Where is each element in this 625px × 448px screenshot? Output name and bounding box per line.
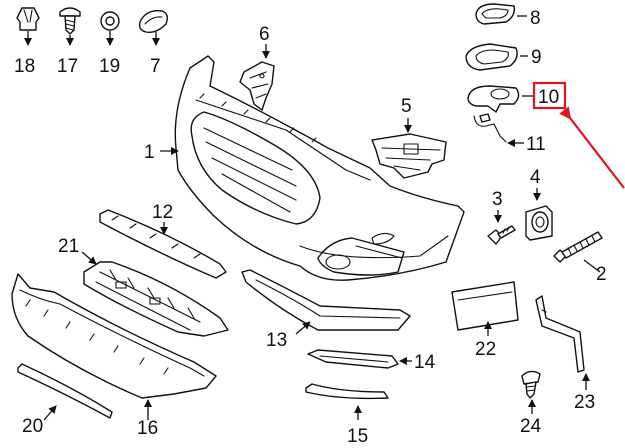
highlight-box — [532, 81, 567, 110]
part-16-spoiler[interactable]: 16 — [11, 273, 217, 439]
part-8-bezel[interactable]: 8 — [475, 3, 541, 29]
part-10-sensor-bracket[interactable]: 10 — [467, 81, 567, 113]
part-14-trim[interactable]: 14 — [307, 349, 436, 373]
callout-23: 23 — [574, 392, 595, 413]
part-12-deflector[interactable]: 12 — [99, 202, 227, 279]
callout-15: 15 — [347, 426, 368, 447]
part-19-grommet[interactable]: 19 — [99, 11, 120, 77]
part-9-bezel[interactable]: 9 — [465, 43, 542, 71]
callout-10: 10 — [538, 87, 559, 108]
part-13-trim[interactable]: 13 — [241, 269, 411, 351]
callout-17: 17 — [57, 56, 78, 77]
callout-14: 14 — [414, 352, 436, 373]
callout-2: 2 — [596, 264, 607, 285]
callout-22: 22 — [475, 339, 496, 360]
callout-9: 9 — [531, 47, 542, 68]
callout-7: 7 — [150, 56, 161, 77]
callout-4: 4 — [530, 167, 541, 188]
callout-24: 24 — [520, 416, 542, 437]
part-6-bracket[interactable]: 6 — [239, 24, 275, 111]
callout-1: 1 — [144, 142, 155, 163]
part-20-strip[interactable]: 20 — [17, 363, 113, 437]
callout-6: 6 — [259, 24, 270, 45]
part-15-trim[interactable]: 15 — [305, 383, 389, 447]
callout-8: 8 — [530, 8, 541, 29]
callout-21: 21 — [58, 236, 79, 257]
part-1-bumper-cover[interactable]: 1 — [144, 55, 465, 281]
part-3-bolt[interactable]: 3 — [487, 189, 516, 245]
part-4-sensor[interactable]: 4 — [525, 167, 553, 241]
callout-18: 18 — [14, 56, 35, 77]
part-5-bracket[interactable]: 5 — [371, 96, 447, 179]
callout-16: 16 — [137, 418, 158, 439]
callout-19: 19 — [99, 56, 120, 77]
part-21-panel[interactable]: 21 — [58, 236, 229, 337]
callout-11: 11 — [526, 134, 546, 155]
part-11-wiring[interactable]: 11 — [473, 113, 546, 155]
part-24-screw[interactable]: 24 — [520, 370, 542, 437]
callout-20: 20 — [22, 416, 43, 437]
callout-12: 12 — [152, 202, 173, 223]
callout-13: 13 — [266, 330, 287, 351]
highlight-arrow — [559, 106, 625, 189]
callout-3: 3 — [492, 189, 503, 210]
part-18-clip[interactable]: 18 — [14, 7, 40, 77]
callout-5: 5 — [401, 96, 412, 117]
part-7-cover[interactable]: 7 — [138, 10, 169, 77]
part-17-screw[interactable]: 17 — [57, 7, 81, 77]
part-23-bracket[interactable]: 23 — [535, 295, 595, 413]
part-22-plate[interactable]: 22 — [451, 281, 519, 360]
part-2-stud[interactable]: 2 — [553, 231, 607, 285]
